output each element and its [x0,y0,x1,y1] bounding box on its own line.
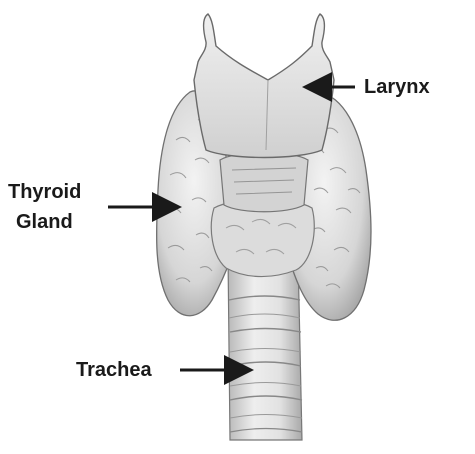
cricoid-cartilage [220,153,308,212]
trachea-label: Trachea [76,358,152,382]
thyroid-label-line1: Thyroid [8,180,81,204]
thyroid-label-line2: Gland [16,210,73,234]
larynx-label: Larynx [364,75,430,99]
trachea [228,255,302,440]
